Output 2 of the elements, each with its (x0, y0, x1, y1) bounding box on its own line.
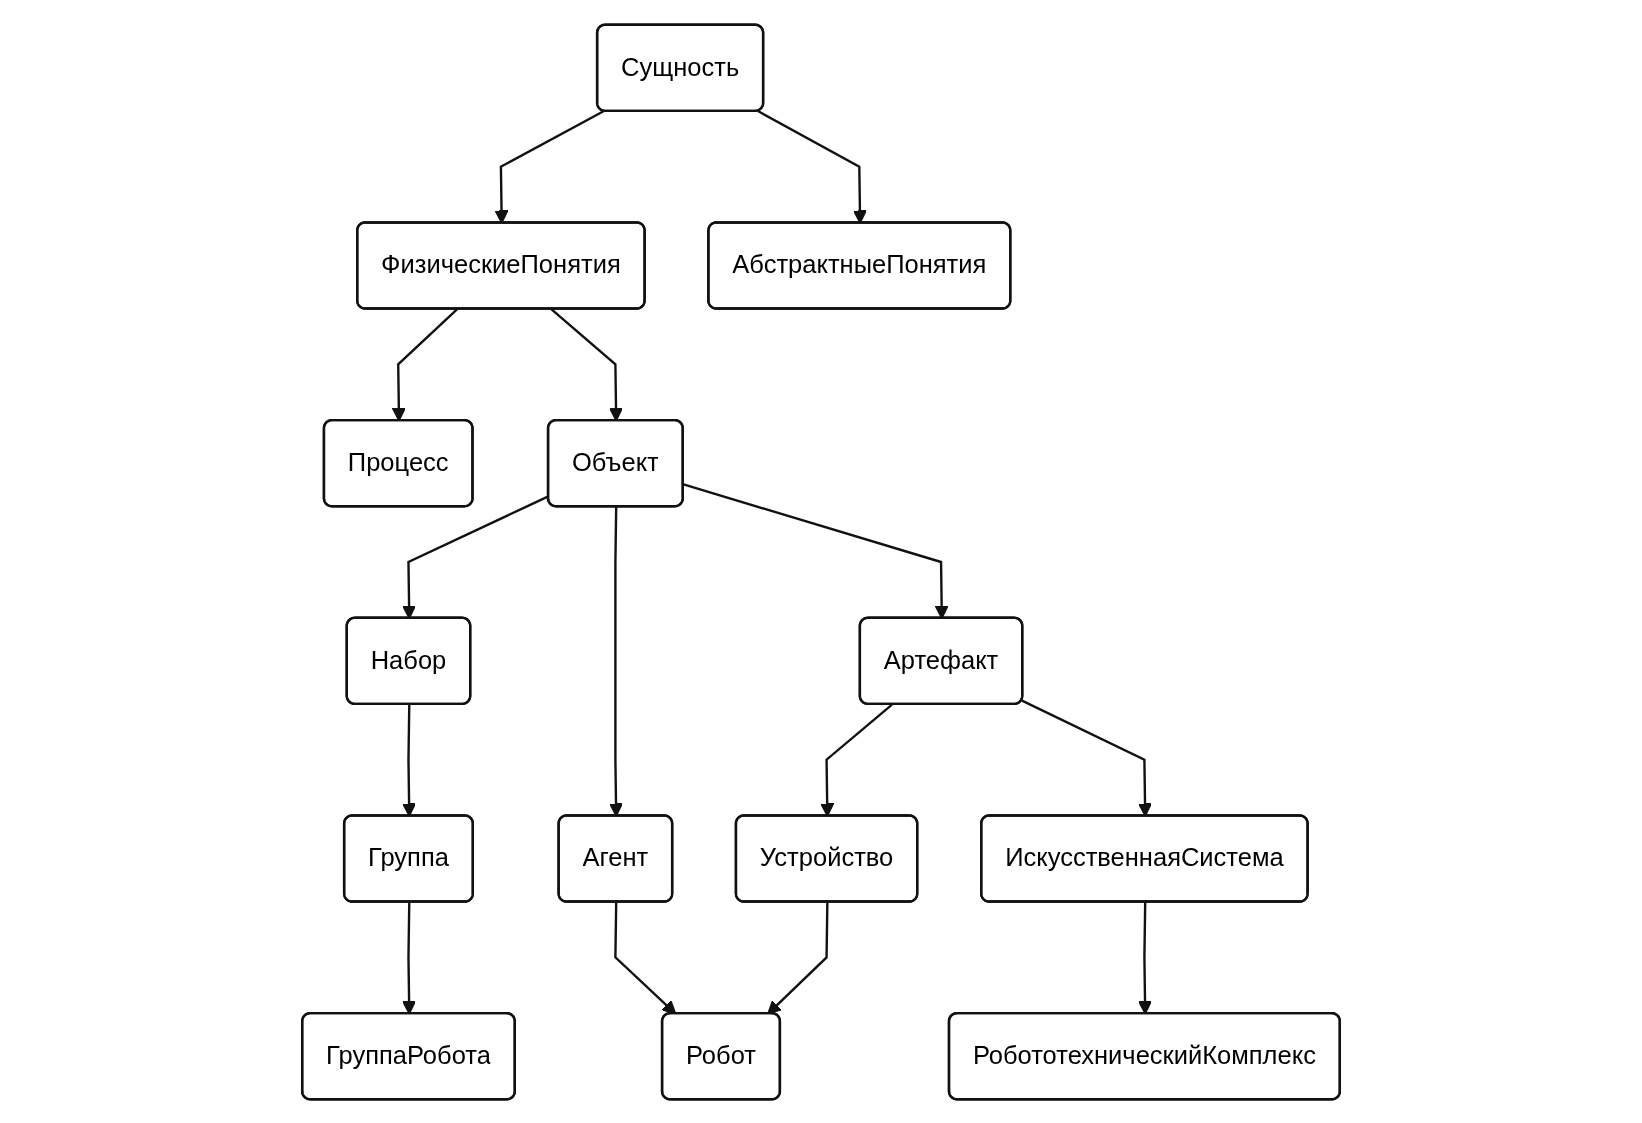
arrow (767, 901, 829, 1015)
arrow (614, 901, 677, 1015)
